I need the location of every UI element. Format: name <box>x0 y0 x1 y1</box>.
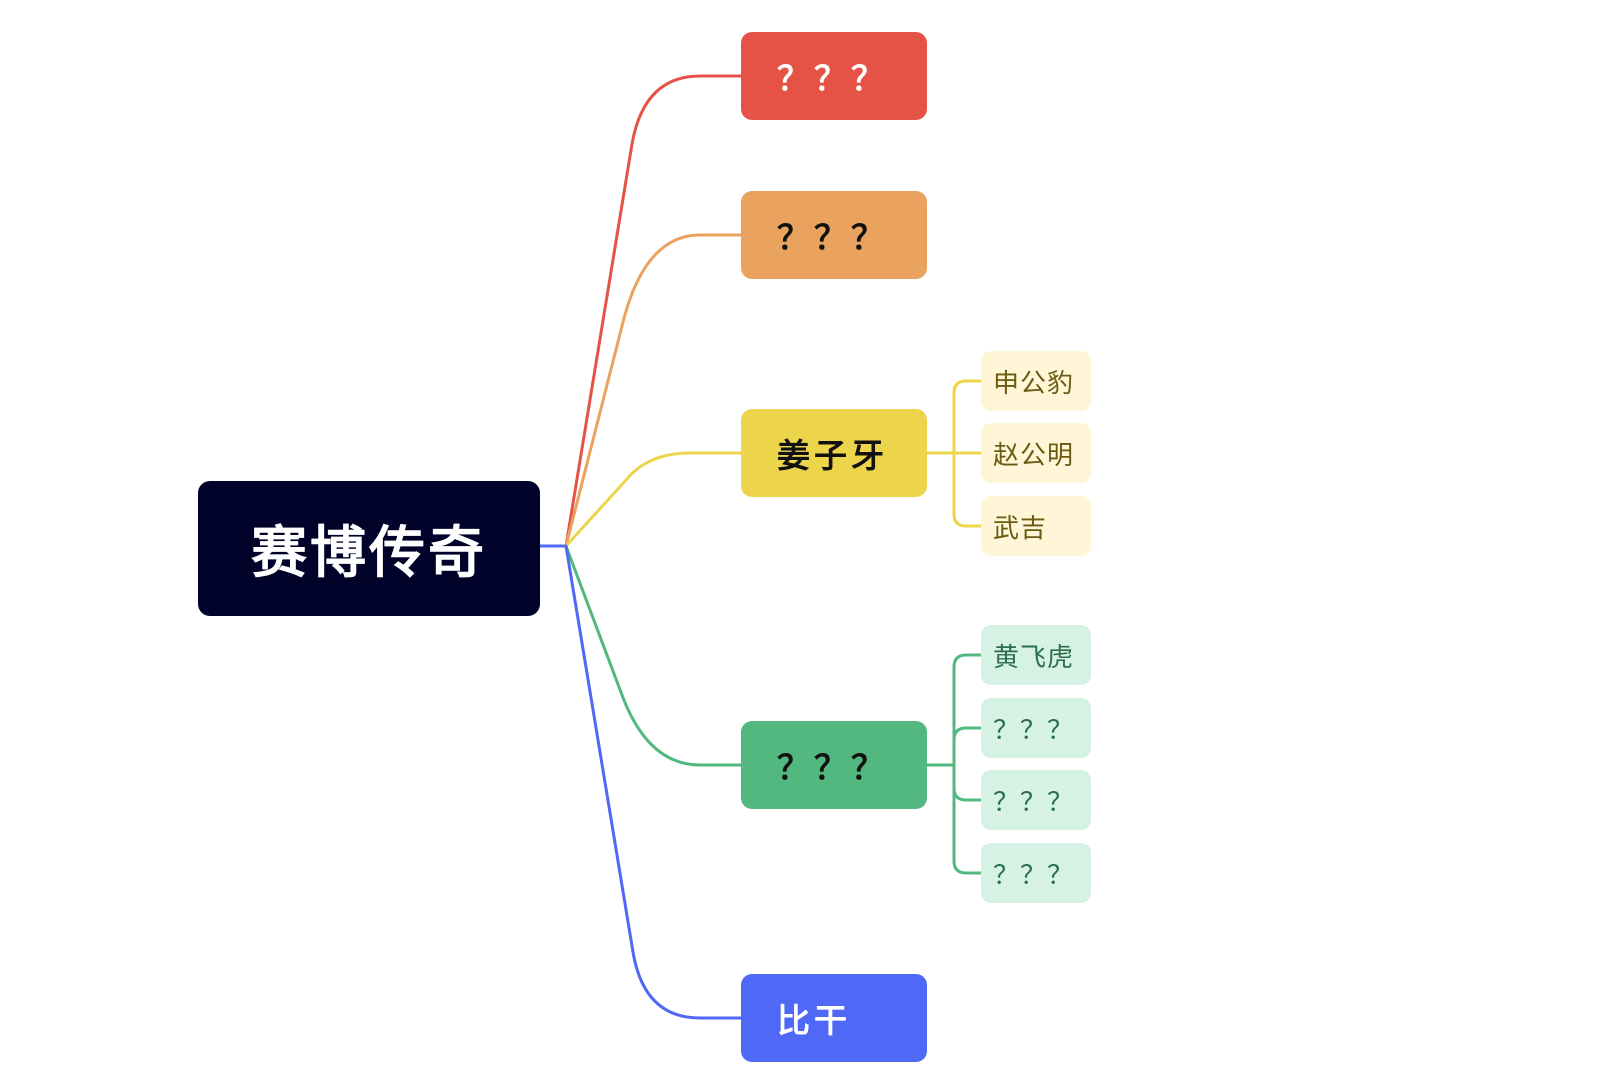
branch-node-bigan[interactable]: 比干 <box>741 974 927 1062</box>
leaf-node-wuji[interactable]: 武吉 <box>981 496 1091 556</box>
root-node[interactable]: 赛博传奇 <box>198 481 540 616</box>
leaf-node-shengongbao[interactable]: 申公豹 <box>981 351 1091 411</box>
connector-branch-4 <box>564 544 743 767</box>
connector-branch-1 <box>564 74 743 548</box>
branch-node-4[interactable]: ？？？ <box>741 721 927 809</box>
branch-node-1[interactable]: ？？？ <box>741 32 927 120</box>
connector-branch-5 <box>564 544 743 1020</box>
connector-group-branch-4 <box>925 653 983 875</box>
connector-branch-3 <box>564 451 743 548</box>
leaf-node-huangfeihu[interactable]: 黄飞虎 <box>981 625 1091 685</box>
leaf-node-unknown-1[interactable]: ？？？ <box>981 698 1091 758</box>
connector-group-jiangziya <box>925 379 983 528</box>
leaf-node-unknown-3[interactable]: ？？？ <box>981 843 1091 903</box>
connector-branch-2 <box>564 233 743 548</box>
branch-node-jiangziya[interactable]: 姜子牙 <box>741 409 927 497</box>
branch-node-2[interactable]: ？？？ <box>741 191 927 279</box>
leaf-node-zhaogongming[interactable]: 赵公明 <box>981 423 1091 483</box>
leaf-node-unknown-2[interactable]: ？？？ <box>981 770 1091 830</box>
